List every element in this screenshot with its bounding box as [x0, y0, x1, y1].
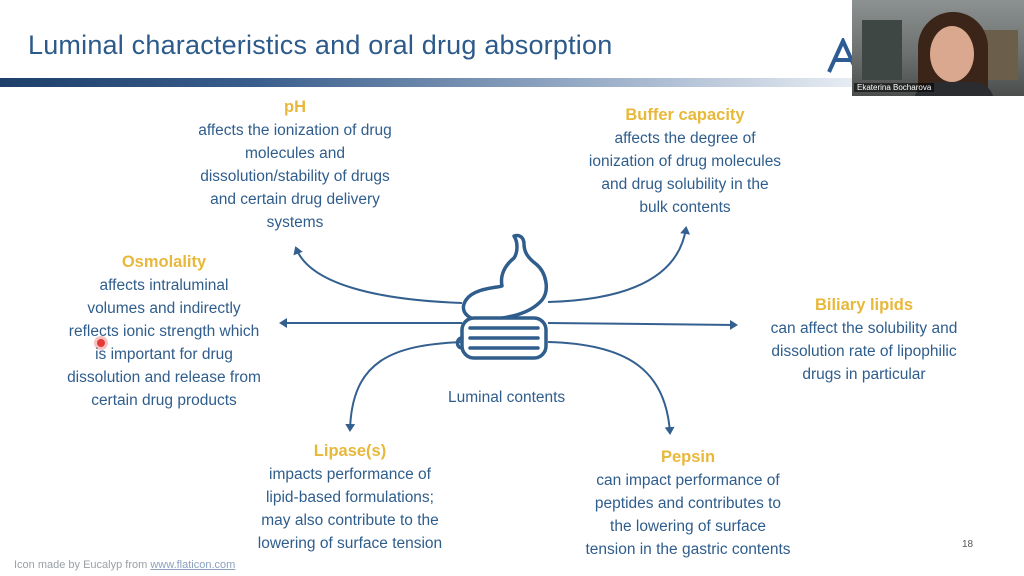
factor-ph-heading: pH [284, 98, 306, 116]
factor-lipase-line: lipid-based formulations; [265, 489, 434, 506]
factor-ph-line: affects the ionization of drug [198, 122, 392, 139]
factor-lipase-line: lowering of surface tension [257, 535, 443, 552]
arrow-to-buffer [547, 226, 691, 303]
factor-osmolality-heading: Osmolality [121, 253, 207, 271]
webcam-shelf [862, 20, 902, 80]
factor-buffer-line: bulk contents [639, 199, 731, 216]
arrow-to-lipase [345, 341, 463, 432]
factor-osmolality-line: affects intraluminal [99, 277, 229, 294]
factor-pepsin-line: peptides and contributes to [594, 495, 782, 512]
credit-link[interactable]: www.flaticon.com [150, 559, 236, 571]
arrow-to-ph [293, 246, 463, 304]
factor-lipase-line: may also contribute to the [261, 512, 439, 529]
factor-osmolality: Osmolality affects intraluminal volumes … [40, 251, 288, 412]
participant-name: Ekaterina Bocharova [854, 83, 935, 92]
factor-buffer-capacity: Buffer capacity affects the degree of io… [560, 104, 810, 219]
factor-ph: pH affects the ionization of drug molecu… [170, 96, 420, 234]
laser-pointer [97, 339, 105, 347]
factor-biliary-lipids: Biliary lipids can affect the solubility… [740, 294, 988, 386]
factor-osmolality-line: volumes and indirectly [87, 300, 241, 317]
factor-pepsin-line: tension in the gastric contents [585, 541, 791, 558]
factor-lipase-heading: Lipase(s) [313, 442, 387, 460]
factor-ph-line: dissolution/stability of drugs [200, 168, 390, 185]
webcam-tile[interactable]: Ekaterina Bocharova [852, 0, 1024, 96]
factor-buffer-heading: Buffer capacity [625, 106, 745, 124]
webcam-person-face [930, 26, 974, 82]
page-number: 18 [962, 539, 974, 550]
factor-pepsin: Pepsin can impact performance of peptide… [560, 446, 816, 561]
factor-buffer-line: affects the degree of [614, 130, 756, 147]
credit-text: Icon made by Eucalyp from [14, 559, 151, 571]
icon-credit: Icon made by Eucalyp from www.flaticon.c… [14, 559, 235, 571]
factor-ph-line: systems [266, 214, 324, 231]
factor-buffer-line: and drug solubility in the [601, 176, 769, 193]
factor-ph-line: molecules and [245, 145, 345, 162]
factor-osmolality-line: reflects ionic strength which [68, 323, 260, 340]
title-band [0, 78, 852, 87]
arrow-to-pepsin [547, 341, 675, 435]
factor-pepsin-line: can impact performance of [596, 472, 780, 489]
center-label: Luminal contents [448, 389, 566, 406]
factor-osmolality-line: dissolution and release from [67, 369, 261, 386]
factor-pepsin-heading: Pepsin [660, 448, 716, 466]
webcam-shelf [982, 30, 1018, 80]
factor-biliary-line: dissolution rate of lipophilic [771, 343, 957, 360]
factor-biliary-line: drugs in particular [802, 366, 926, 383]
factor-biliary-heading: Biliary lipids [814, 296, 914, 314]
factor-biliary-line: can affect the solubility and [770, 320, 958, 337]
stomach-intestine-icon [455, 233, 548, 360]
arrow-to-biliary [547, 319, 738, 330]
factor-osmolality-line: certain drug products [91, 392, 237, 409]
factor-buffer-line: ionization of drug molecules [588, 153, 782, 170]
factor-lipase: Lipase(s) impacts performance of lipid-b… [228, 440, 472, 555]
factor-osmolality-line: is important for drug [95, 346, 233, 363]
factor-pepsin-line: the lowering of surface [610, 518, 766, 535]
slide-title: Luminal characteristics and oral drug ab… [28, 30, 613, 60]
factor-lipase-line: impacts performance of [269, 466, 431, 483]
factor-ph-line: and certain drug delivery [210, 191, 380, 208]
